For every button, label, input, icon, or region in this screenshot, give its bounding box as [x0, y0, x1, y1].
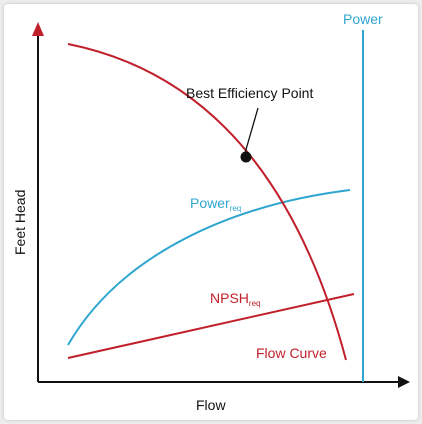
- flow-curve: [67, 43, 347, 361]
- flow-curve-label: Flow Curve: [256, 345, 327, 361]
- best-efficiency-point-marker: [240, 151, 252, 163]
- npsh-req-label-sub: req: [249, 299, 261, 308]
- best-efficiency-point-label: Best Efficiency Point: [186, 85, 313, 101]
- x-axis-arrow: [398, 376, 410, 388]
- power-req-curve: [67, 189, 351, 346]
- npsh-req-label-main: NPSH: [210, 290, 249, 306]
- npsh-req-line: [67, 293, 355, 359]
- npsh-req-label: NPSHreq: [210, 290, 260, 308]
- power-req-label-sub: req: [230, 204, 242, 213]
- power-label: Power: [343, 11, 383, 27]
- y-axis-arrow: [32, 22, 44, 36]
- diagram-frame: [4, 4, 418, 420]
- power-req-label-main: Power: [190, 195, 230, 211]
- y-axis-label: Feet Head: [12, 190, 28, 255]
- x-axis-label: Flow: [196, 397, 226, 413]
- bep-leader-line: [244, 107, 259, 154]
- power-req-label: Powerreq: [190, 195, 241, 213]
